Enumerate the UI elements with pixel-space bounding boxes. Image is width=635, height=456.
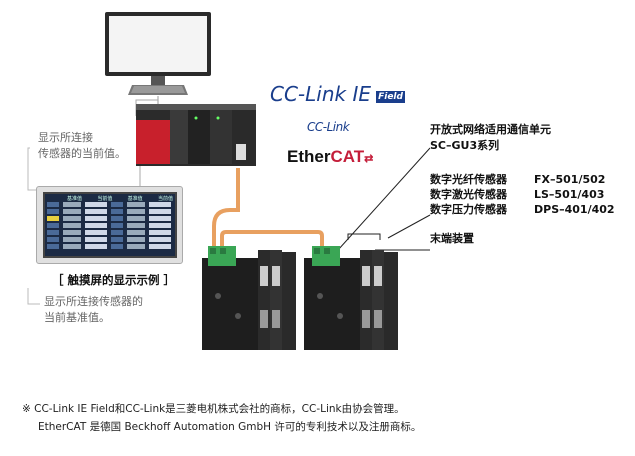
keyboard (128, 82, 188, 96)
sensor-name: 数字压力传感器 (430, 203, 507, 216)
connected-reference-label: 显示所连接传感器的 当前基准值。 (44, 294, 143, 326)
connected-reference-line1: 显示所连接传感器的 (44, 295, 143, 308)
header-ref-2: 基准值 (127, 196, 143, 202)
sensor-unit-2-icon (304, 246, 398, 350)
ethercat-ether: Ether (287, 147, 331, 166)
ethercat-arrow-icon: ⇄ (364, 153, 374, 165)
sensor-model: DPS–401/402 (534, 203, 615, 216)
sensor-name: 数字激光传感器 (430, 188, 507, 201)
monitor (103, 10, 213, 100)
header-cur-2: 当前值 (157, 196, 173, 202)
cclink-ie-field-logo: CC-Link IE Field (270, 82, 405, 106)
sensor-list: 数字光纤传感器 FX–501/502 数字激光传感器 LS–501/403 数字… (430, 172, 615, 217)
connected-reference-line2: 当前基准值。 (44, 311, 110, 324)
field-badge: Field (376, 91, 405, 103)
network-unit-label: 开放式网络适用通信单元 SC–GU3系列 (430, 122, 551, 154)
sensor-row: 数字激光传感器 LS–501/403 (430, 187, 615, 202)
plc-unit (136, 104, 256, 168)
connected-current-label: 显示所连接 传感器的当前值。 (38, 130, 126, 162)
sensor-name: 数字光纤传感器 (430, 173, 507, 186)
terminal-device-label: 末端装置 (430, 232, 474, 245)
plc-icon (136, 104, 256, 166)
sensor-unit-1-icon (202, 246, 296, 350)
touch-panel-caption: ［ 触摸屏的显示示例 ］ (52, 273, 176, 287)
sensor-row: 数字压力传感器 DPS–401/402 (430, 202, 615, 217)
header-ref-1: 基准值 (67, 196, 83, 202)
monitor-icon (105, 12, 211, 94)
sensor-unit-group-1 (198, 236, 300, 352)
footnote-1: ※ CC-Link IE Field和CC-Link是三菱电机株式会社的商标，C… (22, 403, 405, 415)
ethercat-cat: CAT (330, 147, 365, 166)
touch-panel-screen: 基准值 当前值 基准值 当前值 (43, 192, 177, 258)
keyboard-icon (128, 85, 188, 95)
sensor-unit-group-2 (300, 236, 402, 352)
touch-panel-rows (47, 202, 171, 249)
touch-panel-header: 基准值 当前值 基准值 当前值 (67, 195, 173, 202)
header-cur-1: 当前值 (97, 196, 113, 202)
sensor-model: LS–501/403 (534, 188, 605, 201)
sensor-model: FX–501/502 (534, 173, 606, 186)
cclink-ie-text: CC-Link IE (270, 82, 371, 106)
sensor-row: 数字光纤传感器 FX–501/502 (430, 172, 615, 187)
connected-current-line1: 显示所连接 (38, 131, 93, 144)
footnote-2: EtherCAT 是德国 Beckhoff Automation GmbH 许可… (38, 421, 422, 433)
network-unit-title: 开放式网络适用通信单元 (430, 123, 551, 136)
ethercat-logo: EtherCAT⇄ (287, 147, 373, 167)
connected-current-line2: 传感器的当前值。 (38, 147, 126, 160)
cclink-logo: CC-Link (307, 120, 350, 134)
network-unit-model: SC–GU3系列 (430, 139, 500, 152)
touch-panel: 基准值 当前值 基准值 当前值 (36, 186, 183, 264)
